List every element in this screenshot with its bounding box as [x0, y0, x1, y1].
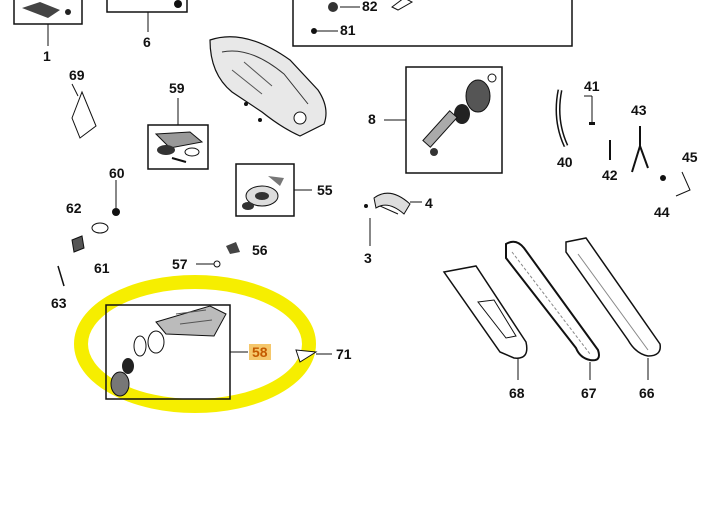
part-label-40: 40 — [557, 154, 573, 170]
part-label-4: 4 — [425, 195, 433, 211]
part-1-group — [13, 0, 83, 46]
leader-69 — [71, 83, 79, 97]
part-label-44: 44 — [654, 204, 670, 220]
motor-housing-drawing — [209, 36, 327, 137]
part-59-box — [147, 98, 209, 170]
part-label-69: 69 — [69, 67, 85, 83]
part-label-3: 3 — [364, 250, 372, 266]
part-label-43: 43 — [631, 102, 647, 118]
part-55-box — [235, 163, 312, 217]
yellow-highlight-circle — [74, 275, 316, 413]
part-label-45: 45 — [682, 149, 698, 165]
part-label-68: 68 — [509, 385, 525, 401]
part-8-box — [384, 66, 503, 174]
parts-81-82-box — [292, 0, 573, 47]
part-label-82: 82 — [362, 0, 378, 14]
part-label-67: 67 — [581, 385, 597, 401]
part-label-8: 8 — [368, 111, 376, 127]
part-label-71: 71 — [336, 346, 352, 362]
part-label-41: 41 — [584, 78, 600, 94]
part-label-63: 63 — [51, 295, 67, 311]
saw-chain-67 — [505, 240, 600, 380]
part-label-59: 59 — [169, 80, 185, 96]
part-label-42: 42 — [602, 167, 618, 183]
guide-bar-66 — [565, 237, 661, 380]
part-label-55: 55 — [317, 182, 333, 198]
part-label-60: 60 — [109, 165, 125, 181]
part-label-6: 6 — [143, 34, 151, 50]
part-label-81: 81 — [340, 22, 356, 38]
part-label-57: 57 — [172, 256, 188, 272]
part-label-62: 62 — [66, 200, 82, 216]
part-4-3-drawing — [364, 192, 422, 246]
part-6-group — [106, 0, 188, 32]
part-label-56: 56 — [252, 242, 268, 258]
part-71-tag — [295, 349, 332, 363]
part-58-box — [105, 304, 248, 400]
guide-bar-cover-68 — [442, 265, 528, 380]
parts-56-57-drawing — [196, 242, 240, 268]
part-label-66: 66 — [639, 385, 655, 401]
part-label-61: 61 — [94, 260, 110, 276]
parts-60-63-drawing — [57, 208, 120, 287]
part-69-tag — [71, 90, 97, 139]
parts-40-45-drawing — [555, 89, 691, 197]
part-label-58: 58 — [249, 344, 271, 360]
part-label-1: 1 — [43, 48, 51, 64]
